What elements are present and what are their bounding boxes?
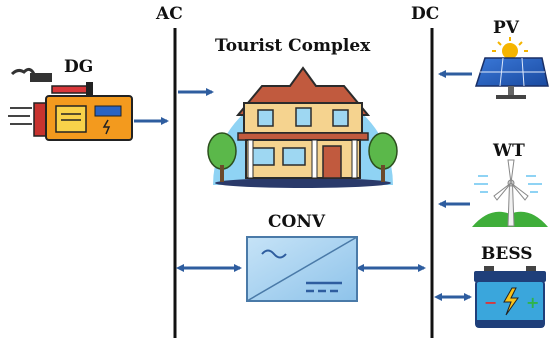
dg-label: DG <box>64 57 94 77</box>
tourist-complex-label: Tourist Complex <box>215 36 371 56</box>
conv-label: CONV <box>268 212 326 232</box>
wind-turbine-icon <box>472 159 548 227</box>
battery-plus-symbol: + <box>526 293 539 312</box>
diesel-generator-icon <box>8 67 133 141</box>
wt-label: WT <box>493 141 525 161</box>
converter-icon <box>246 236 358 302</box>
battery-icon <box>474 266 546 328</box>
dc-bus-label: DC <box>411 4 440 24</box>
pv-panel-icon <box>474 37 549 99</box>
bess-label: BESS <box>481 244 533 264</box>
ac-bus-label: AC <box>156 4 183 24</box>
battery-minus-symbol: − <box>484 293 497 312</box>
tourist-complex-house-icon <box>207 66 398 188</box>
pv-label: PV <box>493 18 519 38</box>
